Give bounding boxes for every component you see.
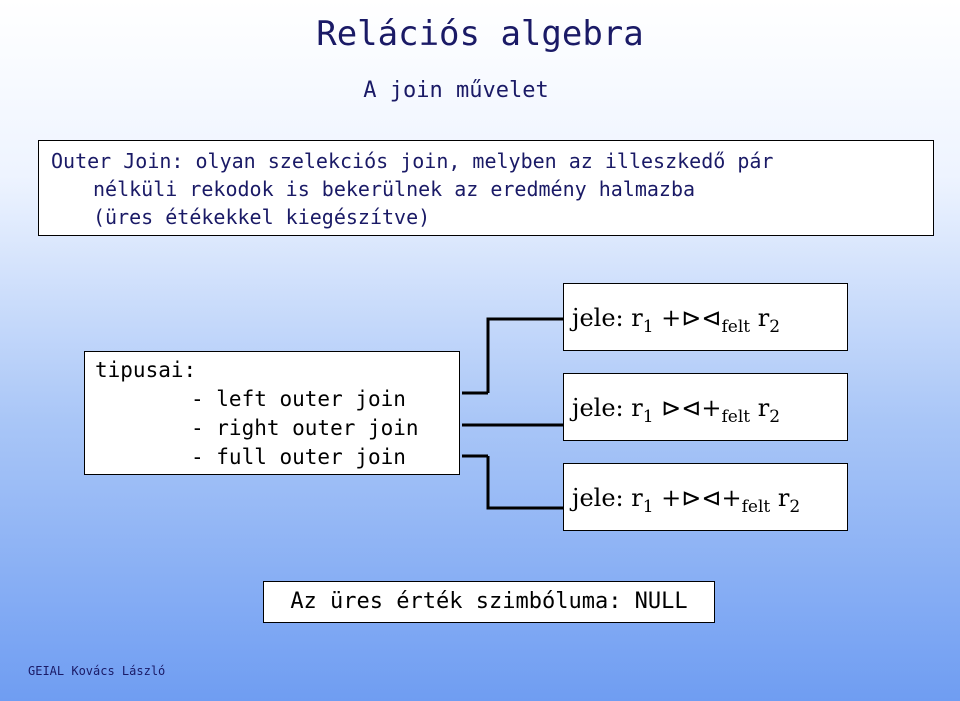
- page-title: Relációs algebra: [316, 14, 644, 54]
- types-header: tipusai:: [95, 358, 197, 382]
- notation-left-outer-join: jele: r1 +⊳⊲felt r2: [563, 283, 848, 351]
- definition-line-3: (üres étékekkel kiegészítve): [93, 205, 431, 229]
- null-symbol-note: Az üres érték szimbóluma: NULL: [263, 581, 715, 623]
- definition-line-1: Outer Join: olyan szelekciós join, melyb…: [51, 149, 774, 173]
- type-right-outer-join: - right outer join: [191, 416, 419, 440]
- notation-full-outer-join: jele: r1 +⊳⊲+felt r2: [563, 463, 848, 531]
- notation-right-outer-join: jele: r1 ⊳⊲+felt r2: [563, 373, 848, 441]
- definition-box: Outer Join: olyan szelekciós join, melyb…: [38, 140, 934, 236]
- page-subtitle: A join művelet: [363, 78, 549, 103]
- type-full-outer-join: - full outer join: [191, 445, 406, 469]
- definition-line-2: nélküli rekodok is bekerülnek az eredmén…: [93, 177, 696, 201]
- footer-author: GEIAL Kovács László: [28, 664, 166, 678]
- join-types-box: tipusai: - left outer join - right outer…: [84, 351, 460, 475]
- type-left-outer-join: - left outer join: [191, 387, 406, 411]
